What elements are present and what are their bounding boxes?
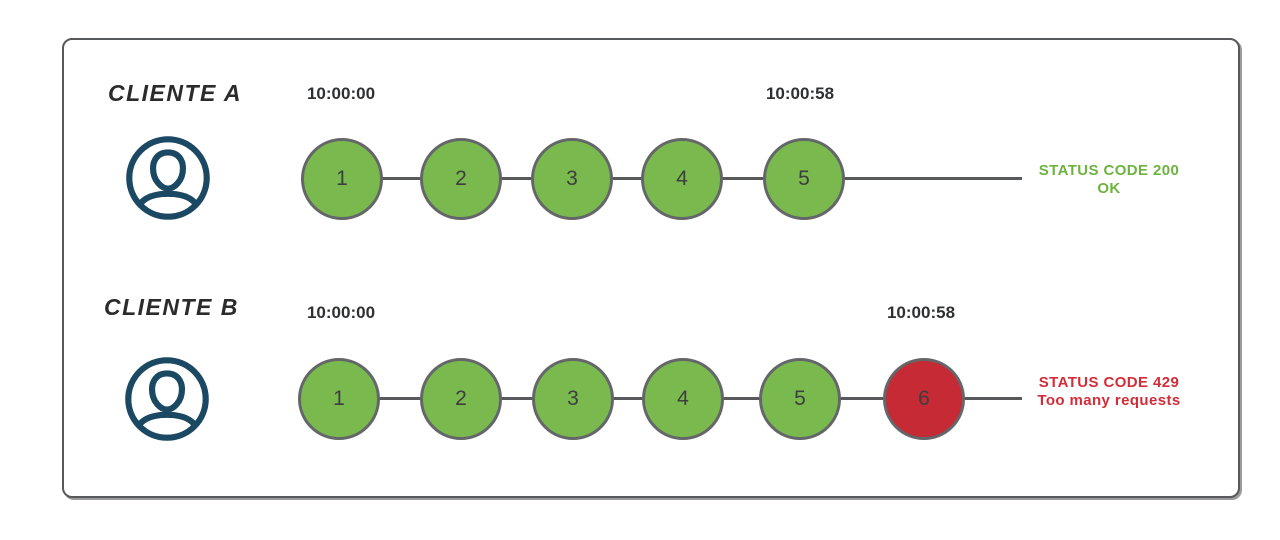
- end-timestamp-a: 10:00:58: [765, 84, 835, 103]
- request-node-b4: 4: [642, 358, 724, 440]
- request-node-b3: 3: [532, 358, 614, 440]
- request-node-b5: 5: [759, 358, 841, 440]
- status-label-b: STATUS CODE 429 Too many requests: [1024, 374, 1194, 410]
- request-node-a4: 4: [641, 138, 723, 220]
- client-a-label: CLIENTE A: [108, 80, 243, 106]
- request-node-a2: 2: [420, 138, 502, 220]
- request-node-a3: 3: [531, 138, 613, 220]
- start-timestamp-b: 10:00:00: [306, 303, 376, 322]
- user-avatar-icon: [125, 357, 209, 441]
- status-desc-text-a: OK: [1097, 180, 1121, 197]
- end-timestamp-b: 10:00:58: [886, 303, 956, 322]
- status-label-a: STATUS CODE 200 OK: [1028, 162, 1190, 198]
- request-node-b1: 1: [298, 358, 380, 440]
- status-code-text-a: STATUS CODE 200: [1038, 162, 1180, 179]
- diagram-frame: [62, 38, 1240, 498]
- request-node-b2: 2: [420, 358, 502, 440]
- request-node-a1: 1: [301, 138, 383, 220]
- request-node-b6-rejected: 6: [883, 358, 965, 440]
- user-avatar-icon: [126, 136, 210, 220]
- status-code-text-b: STATUS CODE 429: [1038, 374, 1180, 391]
- start-timestamp-a: 10:00:00: [306, 84, 376, 103]
- client-b-label: CLIENTE B: [104, 294, 239, 320]
- status-desc-text-b: Too many requests: [1037, 392, 1181, 409]
- request-node-a5: 5: [763, 138, 845, 220]
